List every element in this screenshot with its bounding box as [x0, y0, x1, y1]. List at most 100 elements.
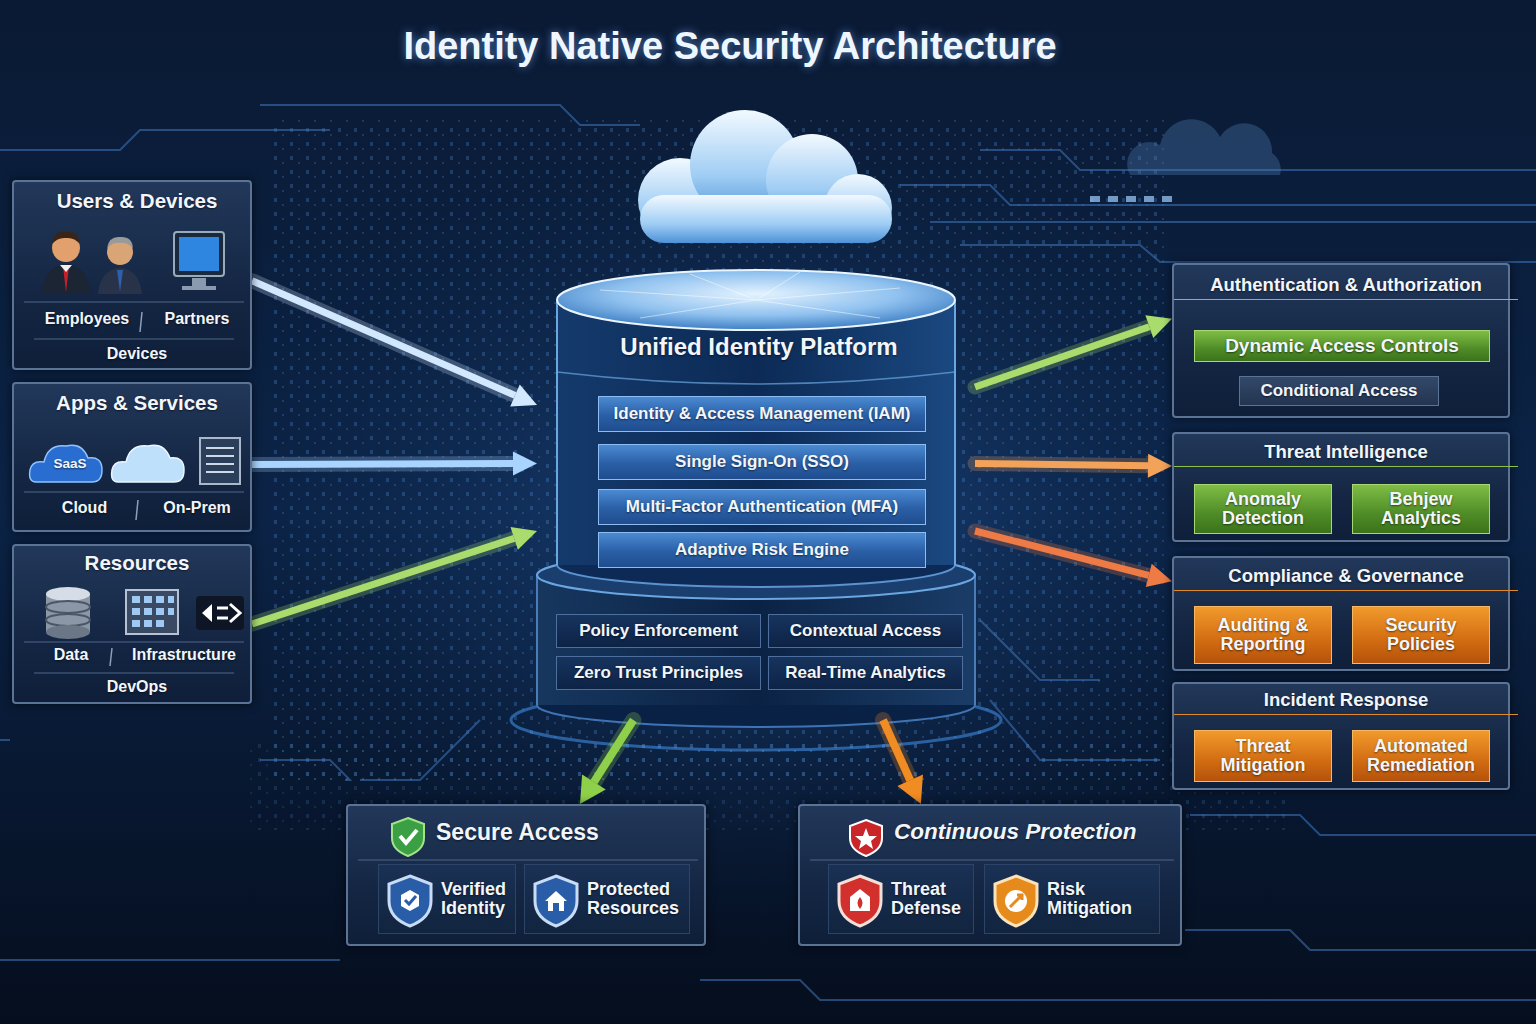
group-panel: Apps & ServicesSaaSCloudOn-Prem: [12, 382, 252, 532]
text-slot: Users & Devices: [14, 190, 260, 212]
group-panel: Continuous Protection Threat Defense Ris…: [798, 804, 1182, 946]
process-box: Threat Defense: [828, 864, 974, 934]
diagram-title: Identity Native Security Architecture: [168, 26, 1292, 67]
arrow-line: [594, 720, 634, 782]
flow-arrow: [975, 454, 1172, 478]
shield-icon: [991, 873, 1041, 929]
process-box: Identity & Access Management (IAM): [598, 396, 926, 432]
group-panel: Compliance & GovernanceAuditing & Report…: [1172, 556, 1510, 671]
box-label: DevOps: [14, 678, 260, 695]
group-panel: Authentication & AuthorizationDynamic Ac…: [1172, 263, 1510, 418]
arrow-line: [975, 464, 1148, 466]
flow-arrow: [252, 527, 537, 624]
text-slot: Secure Access: [436, 820, 704, 845]
box-label: Contextual Access: [790, 622, 941, 640]
panel-heading: Secure Access: [436, 820, 704, 845]
box-label: On-Prem: [139, 499, 255, 516]
arrow-line: [975, 327, 1149, 387]
process-box: Adaptive Risk Engine: [598, 532, 926, 568]
arrow-glow: [252, 538, 514, 624]
panel-heading: Compliance & Governance: [1174, 566, 1518, 591]
process-box: Anomaly Detection: [1194, 484, 1332, 534]
group-panel: Users & DevicesEmployeesPartnersDevices: [12, 180, 252, 370]
platform-cylinder: Unified Identity PlatformIdentity & Acce…: [537, 270, 975, 720]
panel-heading: Authentication & Authorization: [1174, 275, 1518, 300]
process-box: Zero Trust Principles: [556, 656, 761, 690]
process-box: Multi-Factor Authentication (MFA): [598, 489, 926, 525]
text-slot: On-Prem: [139, 499, 255, 516]
arrow-glow: [252, 281, 515, 396]
text-slot: Apps & Services: [14, 392, 260, 414]
shield-icon: [835, 873, 885, 929]
process-box: Automated Remediation: [1352, 730, 1490, 782]
process-box: Security Policies: [1352, 606, 1490, 664]
text-slot: Resources: [14, 552, 260, 574]
panel-heading: Incident Response: [1174, 690, 1518, 715]
arrow-head: [513, 452, 537, 476]
flow-arrow: [580, 720, 633, 804]
flow-arrow: [975, 531, 1172, 587]
box-label: Verified Identity: [441, 880, 507, 919]
text-slot: Partners: [144, 310, 250, 327]
process-box: Protected Resources: [524, 864, 690, 934]
text-slot: Infrastructure: [112, 646, 256, 663]
arrow-line: [252, 538, 514, 624]
process-box: Auditing & Reporting: [1194, 606, 1332, 664]
process-box: Risk Mitigation: [984, 864, 1160, 934]
box-label: Devices: [14, 345, 260, 362]
arrow-glow: [883, 720, 910, 780]
arrow-glow: [975, 464, 1148, 466]
arrow-glow: [594, 720, 634, 782]
panel-heading: Resources: [14, 552, 260, 574]
box-label: Automated Remediation: [1361, 737, 1481, 776]
arrow-head: [510, 527, 537, 550]
box-label: Threat Mitigation: [1203, 737, 1323, 776]
text-slot: Data: [24, 646, 118, 663]
text-slot: Devices: [14, 345, 260, 362]
text-slot: Threat Intelligence: [1174, 442, 1518, 467]
process-box: Verified Identity: [378, 864, 516, 934]
box-label: Adaptive Risk Engine: [675, 541, 849, 559]
text-slot: Cloud: [24, 499, 145, 516]
box-label: Policy Enforcement: [579, 622, 738, 640]
group-panel: Incident ResponseThreat MitigationAutoma…: [1172, 682, 1510, 790]
arrow-glow: [975, 531, 1149, 575]
group-panel: ResourcesDataInfrastructureDevOps: [12, 544, 252, 704]
box-label: Auditing & Reporting: [1203, 616, 1323, 655]
box-label: Risk Mitigation: [1047, 880, 1151, 919]
process-box: Real-Time Analytics: [768, 656, 963, 690]
text-slot: Incident Response: [1174, 690, 1518, 715]
arrow-head: [897, 775, 923, 804]
text-slot: Unified Identity Platform: [557, 334, 961, 360]
box-label: Behjew Analytics: [1361, 490, 1481, 529]
flow-arrow: [252, 281, 537, 407]
arrow-line: [883, 720, 910, 780]
box-label: Real-Time Analytics: [785, 664, 946, 682]
process-box: Behjew Analytics: [1352, 484, 1490, 534]
arrow-glow: [975, 327, 1149, 387]
box-label: Conditional Access: [1260, 382, 1417, 400]
box-label: Dynamic Access Controls: [1225, 336, 1459, 357]
flow-arrow: [883, 720, 923, 804]
box-label: Multi-Factor Authentication (MFA): [626, 498, 898, 516]
arrow-head: [1146, 564, 1172, 587]
box-label: Cloud: [24, 499, 145, 516]
arrow-glow: [252, 456, 513, 472]
text-slot: Compliance & Governance: [1174, 566, 1518, 591]
arrow-head: [510, 384, 537, 406]
box-label: Identity & Access Management (IAM): [614, 405, 911, 423]
panel-heading: Apps & Services: [14, 392, 260, 414]
shield-icon: [385, 873, 435, 929]
panel-heading: Users & Devices: [14, 190, 260, 212]
flow-arrow: [252, 452, 537, 476]
box-label: Protected Resources: [587, 880, 681, 919]
shield-icon: [531, 873, 581, 929]
arrow-head: [580, 775, 606, 804]
arrow-line: [252, 460, 513, 468]
box-label: Security Policies: [1361, 616, 1481, 655]
arrow-line: [252, 281, 515, 396]
flow-arrow: [975, 315, 1172, 387]
group-panel: Threat IntelligenceAnomaly DetectionBehj…: [1172, 432, 1510, 542]
box-label: Single Sign-On (SSO): [675, 453, 849, 471]
panel-heading: Unified Identity Platform: [557, 334, 961, 360]
